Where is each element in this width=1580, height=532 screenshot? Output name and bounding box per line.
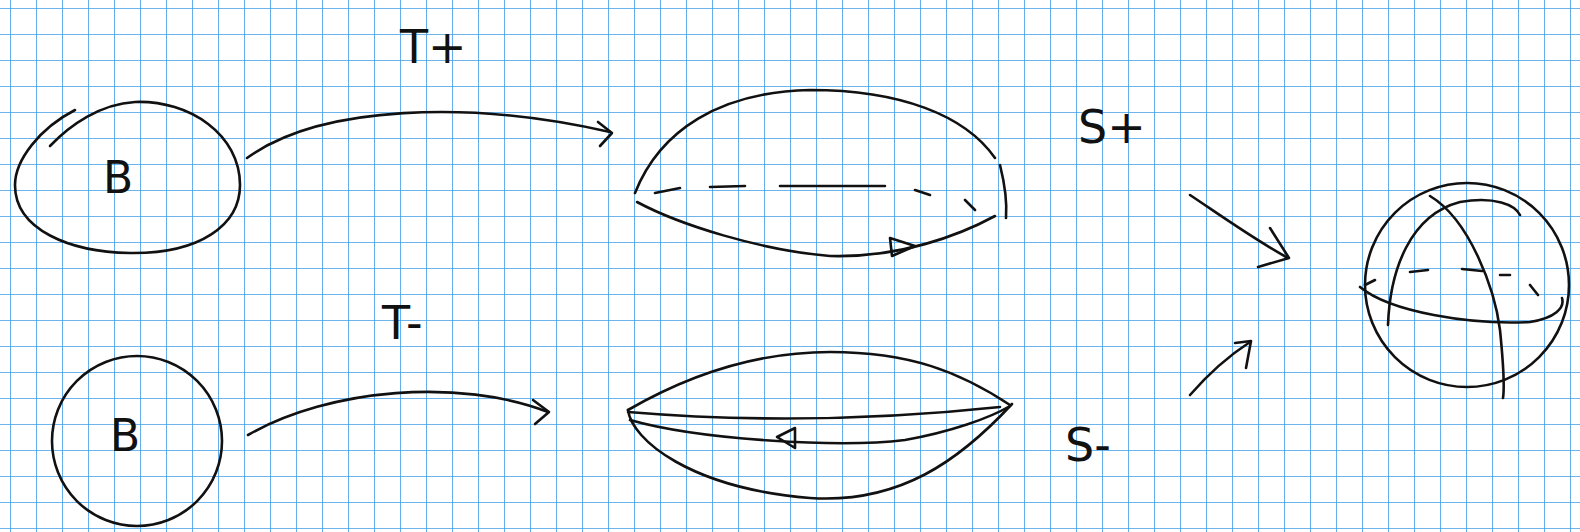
map-name: S+ (1078, 100, 1146, 154)
map-name: T+ (400, 20, 467, 74)
disk-label-box: B (97, 148, 139, 207)
set-name: B (103, 152, 133, 203)
set-name: B (110, 410, 140, 461)
map-name: S- (1065, 418, 1111, 472)
disk-label-box: B (104, 406, 146, 465)
map-name: T- (382, 296, 422, 350)
